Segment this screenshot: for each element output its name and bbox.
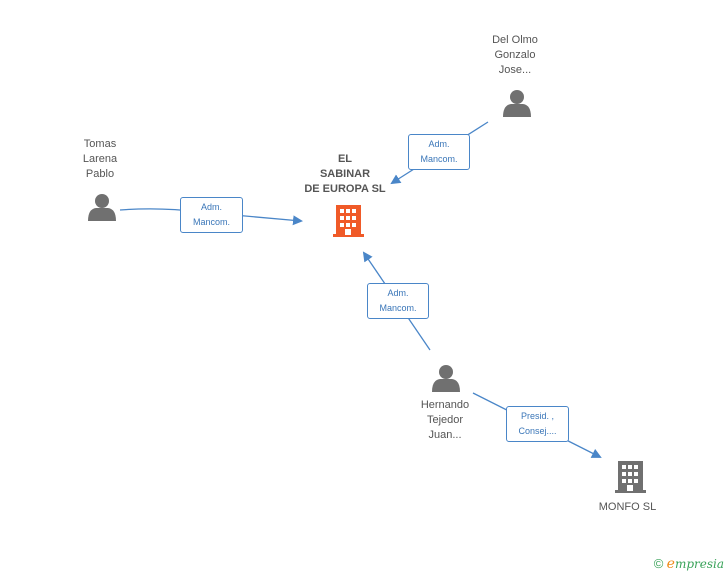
company-monfo-line-1: MONFO SL bbox=[598, 501, 657, 513]
edge-label-tomas-line-1: Adm. bbox=[200, 202, 222, 212]
edge-label-hernando-monfo[interactable]: Presid. , Consej.... bbox=[506, 406, 569, 442]
building-icon[interactable] bbox=[333, 205, 364, 237]
person-delolmo-line-2: Gonzalo bbox=[494, 49, 536, 61]
person-hernando-line-3: Juan... bbox=[428, 429, 462, 441]
copyright-symbol: © bbox=[653, 556, 664, 571]
edge-label-delolmo-line-2: Mancom. bbox=[420, 154, 458, 164]
person-icon[interactable] bbox=[432, 365, 460, 392]
brand-name: mpresia bbox=[674, 557, 724, 571]
company-monfo-label[interactable]: MONFO SL bbox=[585, 500, 670, 515]
empresia-watermark: © empresia bbox=[654, 556, 724, 572]
edge-label-delolmo-line-1: Adm. bbox=[428, 139, 450, 149]
person-delolmo-line-1: Del Olmo bbox=[492, 34, 538, 46]
person-hernando-line-2: Tejedor bbox=[426, 414, 464, 426]
edge-label-delolmo[interactable]: Adm. Mancom. bbox=[408, 134, 470, 170]
person-tomas-line-3: Pablo bbox=[85, 168, 115, 180]
main-company-line-1: EL bbox=[337, 153, 353, 165]
person-tomas-line-2: Larena bbox=[82, 153, 118, 165]
edge-label-hernando-line-1: Adm. bbox=[387, 288, 409, 298]
main-company-line-3: DE EUROPA SL bbox=[304, 183, 386, 195]
edge-label-hernando-line-2: Mancom. bbox=[379, 303, 417, 313]
person-icon[interactable] bbox=[88, 194, 116, 221]
main-company-label[interactable]: EL SABINAR DE EUROPA SL bbox=[295, 152, 395, 197]
person-hernando-line-1: Hernando bbox=[420, 399, 470, 411]
edge-label-hernando-monfo-line-1: Presid. , bbox=[520, 411, 554, 421]
person-tomas-label[interactable]: Tomas Larena Pablo bbox=[60, 137, 140, 182]
main-company-line-2: SABINAR bbox=[319, 168, 371, 180]
person-icon[interactable] bbox=[503, 90, 531, 117]
person-hernando-label[interactable]: Hernando Tejedor Juan... bbox=[400, 398, 490, 443]
brand-initial: e bbox=[666, 556, 675, 572]
edge-label-hernando-monfo-line-2: Consej.... bbox=[518, 426, 557, 436]
building-icon[interactable] bbox=[615, 461, 646, 493]
edge-label-hernando[interactable]: Adm. Mancom. bbox=[367, 283, 429, 319]
person-delolmo-label[interactable]: Del Olmo Gonzalo Jose... bbox=[470, 33, 560, 78]
edge-label-tomas[interactable]: Adm. Mancom. bbox=[180, 197, 243, 233]
edge-label-tomas-line-2: Mancom. bbox=[192, 217, 230, 227]
person-delolmo-line-3: Jose... bbox=[498, 64, 532, 76]
person-tomas-line-1: Tomas bbox=[83, 138, 117, 150]
